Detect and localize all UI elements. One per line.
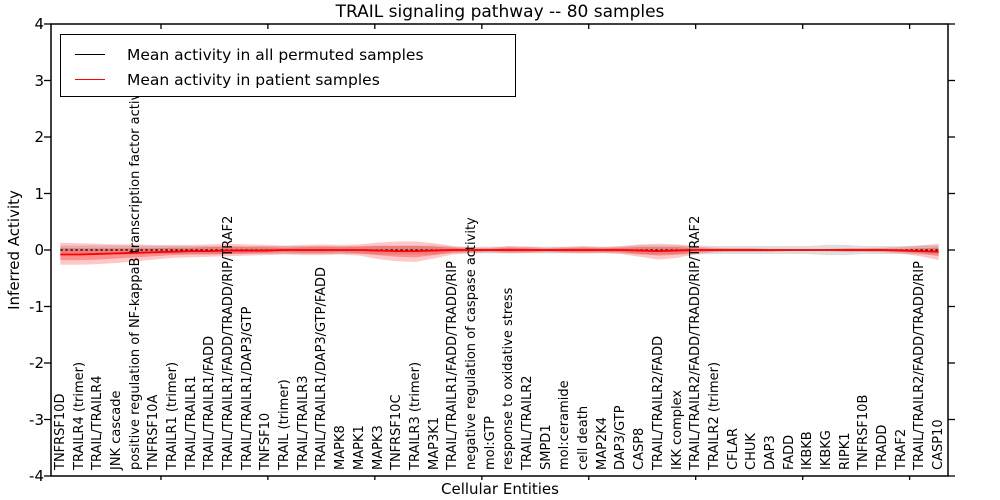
patient-mean-line [60,249,939,256]
legend-item-patient: Mean activity in patient samples [75,67,515,92]
legend-item-permuted: Mean activity in all permuted samples [75,42,515,67]
chart-title: TRAIL signaling pathway -- 80 samples [335,2,665,22]
legend: Mean activity in all permuted samples Me… [60,34,516,97]
x-axis-label: Cellular Entities [441,480,559,498]
patient-band-outer [60,241,939,265]
legend-label: Mean activity in patient samples [127,70,380,89]
patient-line-swatch [75,79,105,80]
permuted-line-swatch [75,54,105,55]
legend-label: Mean activity in all permuted samples [127,45,424,64]
